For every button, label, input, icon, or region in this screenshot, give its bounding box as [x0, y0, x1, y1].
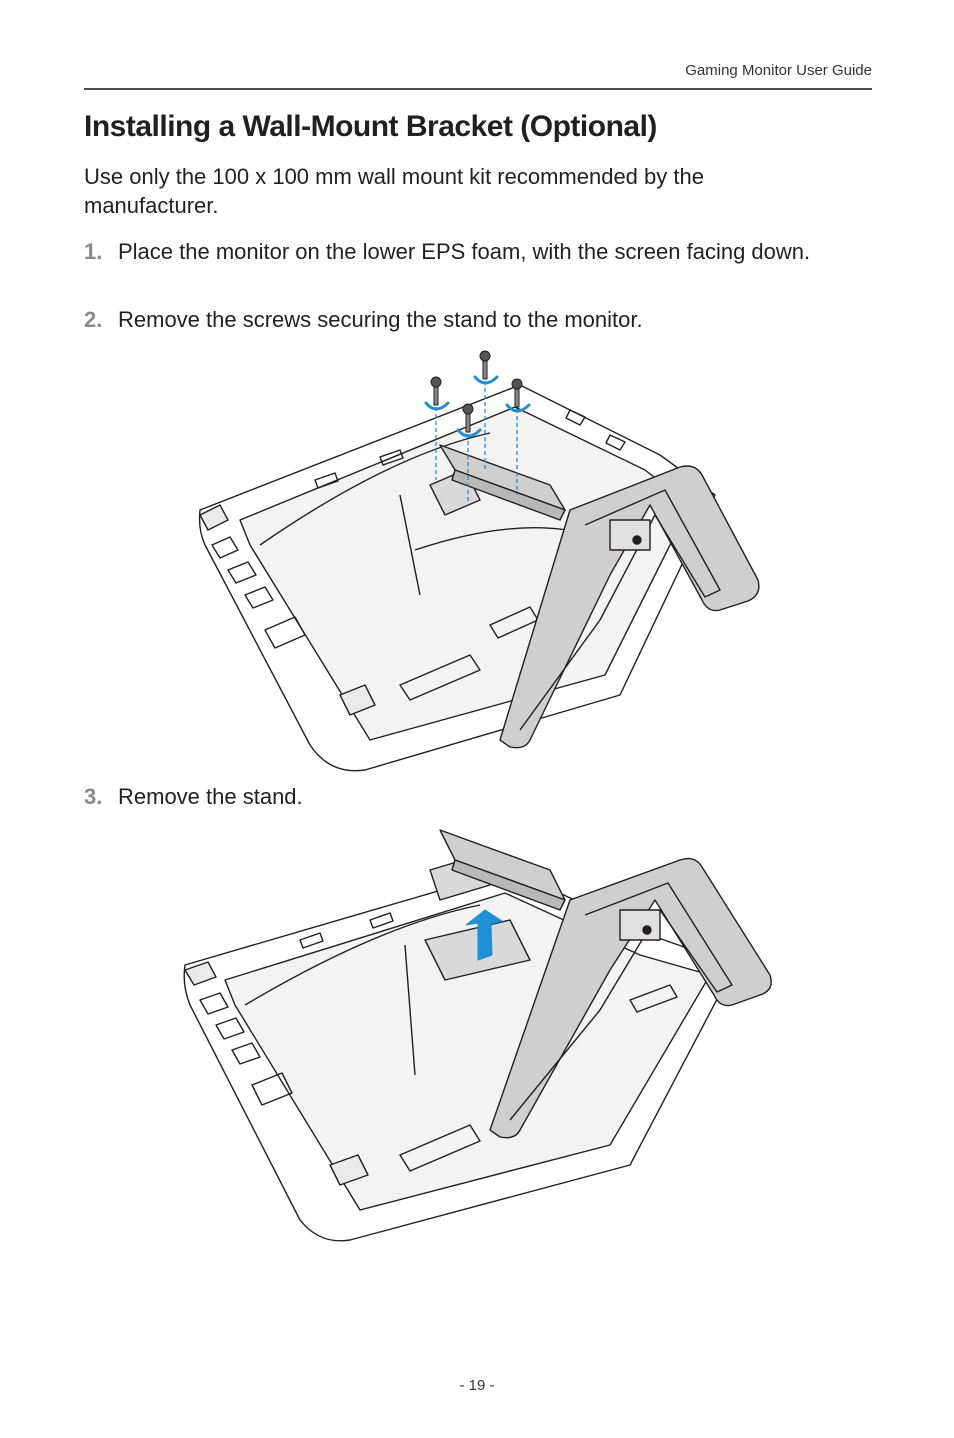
- intro-paragraph: Use only the 100 x 100 mm wall mount kit…: [84, 164, 704, 218]
- screws: [430, 350, 523, 433]
- remove-stand-illustration: [183, 829, 772, 1242]
- stand-base: [489, 857, 772, 1139]
- step-3: 3. Remove the stand.: [84, 782, 844, 811]
- step-number: 3.: [84, 784, 103, 809]
- step-number: 2.: [84, 307, 103, 332]
- step-2: 2. Remove the screws securing the stand …: [84, 305, 844, 334]
- step-1: 1. Place the monitor on the lower EPS fo…: [84, 237, 844, 266]
- lift-arrow: [465, 909, 504, 961]
- step-text: Place the monitor on the lower EPS foam,…: [118, 239, 811, 264]
- page-number: - 19 -: [459, 1377, 495, 1394]
- step-text: Remove the screws securing the stand to …: [118, 307, 643, 332]
- remove-screws-illustration: [198, 350, 760, 772]
- stand-base: [499, 465, 760, 749]
- page-header: Gaming Monitor User Guide: [84, 60, 872, 90]
- step-text: Remove the stand.: [118, 784, 303, 809]
- section-title: Installing a Wall-Mount Bracket (Optiona…: [84, 110, 657, 143]
- guide-title: Gaming Monitor User Guide: [685, 62, 872, 79]
- guide-lines: [435, 381, 518, 505]
- step-number: 1.: [84, 239, 103, 264]
- rotate-arrows: [424, 375, 531, 438]
